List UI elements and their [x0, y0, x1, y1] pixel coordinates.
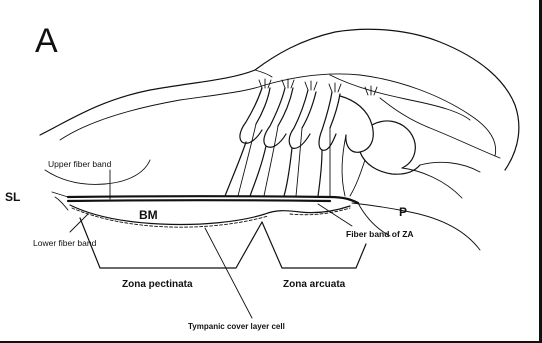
- label-zona-pectinata: Zona pectinata: [122, 279, 193, 290]
- label-fiber-band-za: Fiber band of ZA: [346, 229, 414, 239]
- claudius-cells: [402, 162, 480, 198]
- phalangeal-lines: [238, 124, 330, 196]
- panel-label: A: [35, 22, 58, 60]
- hensen-cells: [340, 96, 420, 174]
- spiral-limbus-edge: [52, 192, 68, 210]
- tectorial-membrane-outline: [40, 29, 519, 170]
- outer-hair-cell-3: [289, 90, 316, 148]
- label-p: P: [399, 205, 407, 219]
- pillar-cell: [342, 135, 365, 196]
- label-upper-fiber-band: Upper fiber band: [48, 159, 112, 169]
- tympanic-layer-shading: [72, 208, 350, 227]
- tectorial-lower-edge: [255, 70, 470, 120]
- outer-hair-cell-4: [319, 92, 340, 150]
- leader-lower-fiber-band: [70, 214, 88, 232]
- label-bm: BM: [139, 208, 158, 222]
- spiral-ligament: [352, 203, 480, 250]
- label-zona-arcuata: Zona arcuata: [283, 279, 346, 290]
- label-lower-fiber-band: Lower fiber band: [33, 238, 97, 248]
- upper-fiber-band: [68, 200, 330, 201]
- label-tympanic-cover: Tympanic cover layer cell: [188, 322, 285, 331]
- label-sl: SL: [5, 190, 20, 204]
- zona-pectinata-bracket: [80, 218, 262, 268]
- leader-tympanic-cover: [205, 228, 252, 318]
